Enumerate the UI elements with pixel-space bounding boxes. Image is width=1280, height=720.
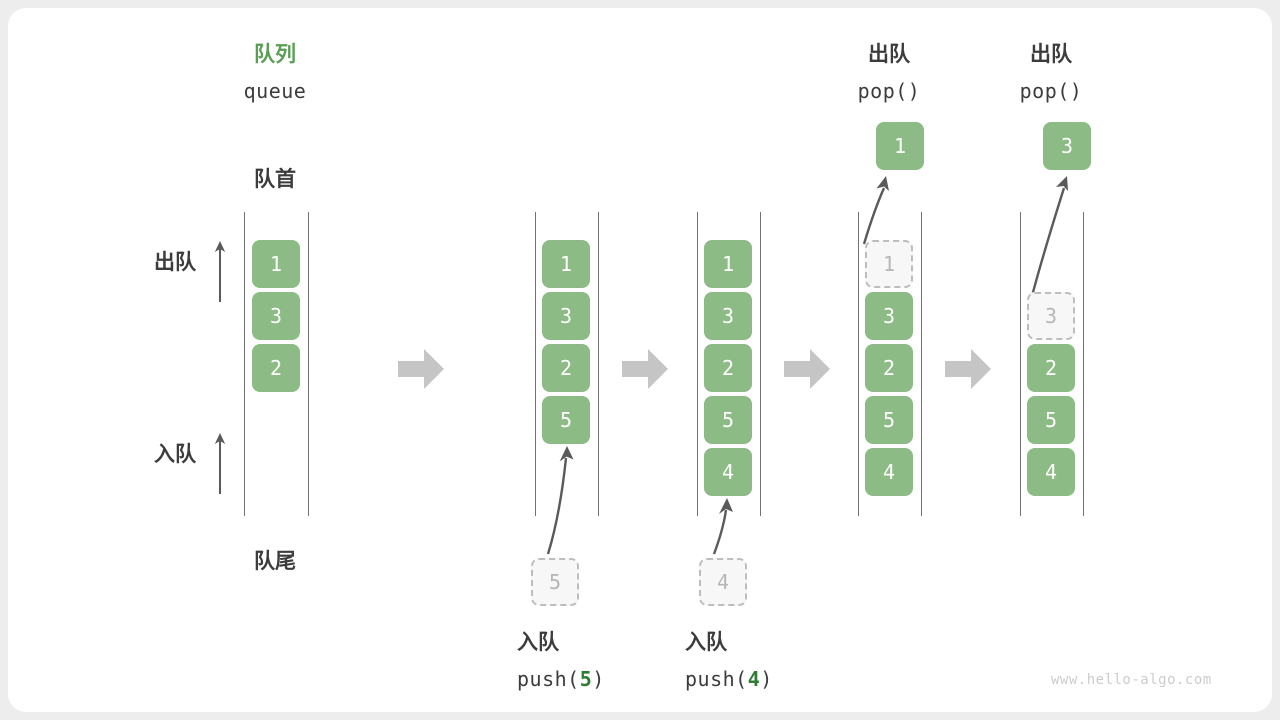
flow-arrow-icon [622, 349, 668, 389]
push-caption-code: push(5) [517, 666, 605, 692]
queue-cell: 4 [1027, 448, 1075, 496]
pop-arrow-icon [1018, 174, 1088, 298]
pop-header-cn: 出队 [1030, 43, 1072, 66]
queue-cell: 3 [704, 292, 752, 340]
queue-cell: 4 [865, 448, 913, 496]
push-code-prefix: push( [685, 667, 748, 691]
flow-arrow-icon [784, 349, 830, 389]
front-label: 队首 [254, 168, 296, 191]
queue-cell: 1 [704, 240, 752, 288]
flow-arrow-icon [398, 349, 444, 389]
queue-rail-right [308, 212, 309, 516]
pop-arrow-icon [854, 174, 914, 246]
queue-cell: 3 [865, 292, 913, 340]
incoming-element-ghost: 5 [531, 558, 579, 606]
queue-cell: 3 [542, 292, 590, 340]
queue-rail-left [535, 212, 536, 516]
diagram-title-cn: 队列 [254, 43, 296, 66]
push-code-suffix: ) [592, 667, 605, 691]
queue-cell: 1 [542, 240, 590, 288]
push-code-value: 5 [579, 667, 593, 691]
watermark: www.hello-algo.com [1051, 672, 1212, 688]
diagram-title-en: queue [243, 79, 307, 103]
queue-cell: 5 [865, 396, 913, 444]
queue-rail-left [858, 212, 859, 516]
push-caption-code: push(4) [685, 666, 773, 692]
dequeue-side-label: 出队 [154, 251, 196, 274]
queue-cell-new: 4 [704, 448, 752, 496]
incoming-element-ghost: 4 [699, 558, 747, 606]
queue-cell: 3 [252, 292, 300, 340]
queue-rail-left [1020, 212, 1021, 516]
push-code-suffix: ) [760, 667, 773, 691]
popped-element: 3 [1043, 122, 1091, 170]
queue-cell: 2 [252, 344, 300, 392]
queue-rail-right [921, 212, 922, 516]
push-code-value: 4 [747, 667, 761, 691]
diagram-card: 队列 queue 队首 队尾 出队 入队 1 3 2 1 3 2 [8, 8, 1272, 712]
queue-cell: 2 [1027, 344, 1075, 392]
enqueue-side-label: 入队 [154, 443, 196, 466]
queue-rail-right [598, 212, 599, 516]
rear-label: 队尾 [254, 550, 296, 573]
pop-header-cn: 出队 [868, 43, 910, 66]
push-code-prefix: push( [517, 667, 580, 691]
flow-arrow-icon [945, 349, 991, 389]
push-arrow-icon [696, 496, 756, 556]
push-caption-cn: 入队 [517, 631, 559, 654]
queue-cell: 5 [704, 396, 752, 444]
enqueue-direction-arrow-icon [213, 432, 227, 494]
queue-rail-left [697, 212, 698, 516]
queue-cell: 2 [542, 344, 590, 392]
popped-element: 1 [876, 122, 924, 170]
queue-cell-removed: 1 [865, 240, 913, 288]
queue-cell-new: 5 [542, 396, 590, 444]
pop-header-code: pop() [857, 79, 921, 103]
queue-rail-right [760, 212, 761, 516]
queue-cell: 2 [865, 344, 913, 392]
pop-header-code: pop() [1019, 79, 1083, 103]
queue-cell-removed: 3 [1027, 292, 1075, 340]
push-arrow-icon [528, 444, 598, 556]
queue-rail-right [1083, 212, 1084, 516]
queue-cell: 5 [1027, 396, 1075, 444]
queue-rail-left [244, 212, 245, 516]
queue-cell: 1 [252, 240, 300, 288]
queue-cell: 2 [704, 344, 752, 392]
dequeue-direction-arrow-icon [213, 240, 227, 302]
push-caption-cn: 入队 [685, 631, 727, 654]
